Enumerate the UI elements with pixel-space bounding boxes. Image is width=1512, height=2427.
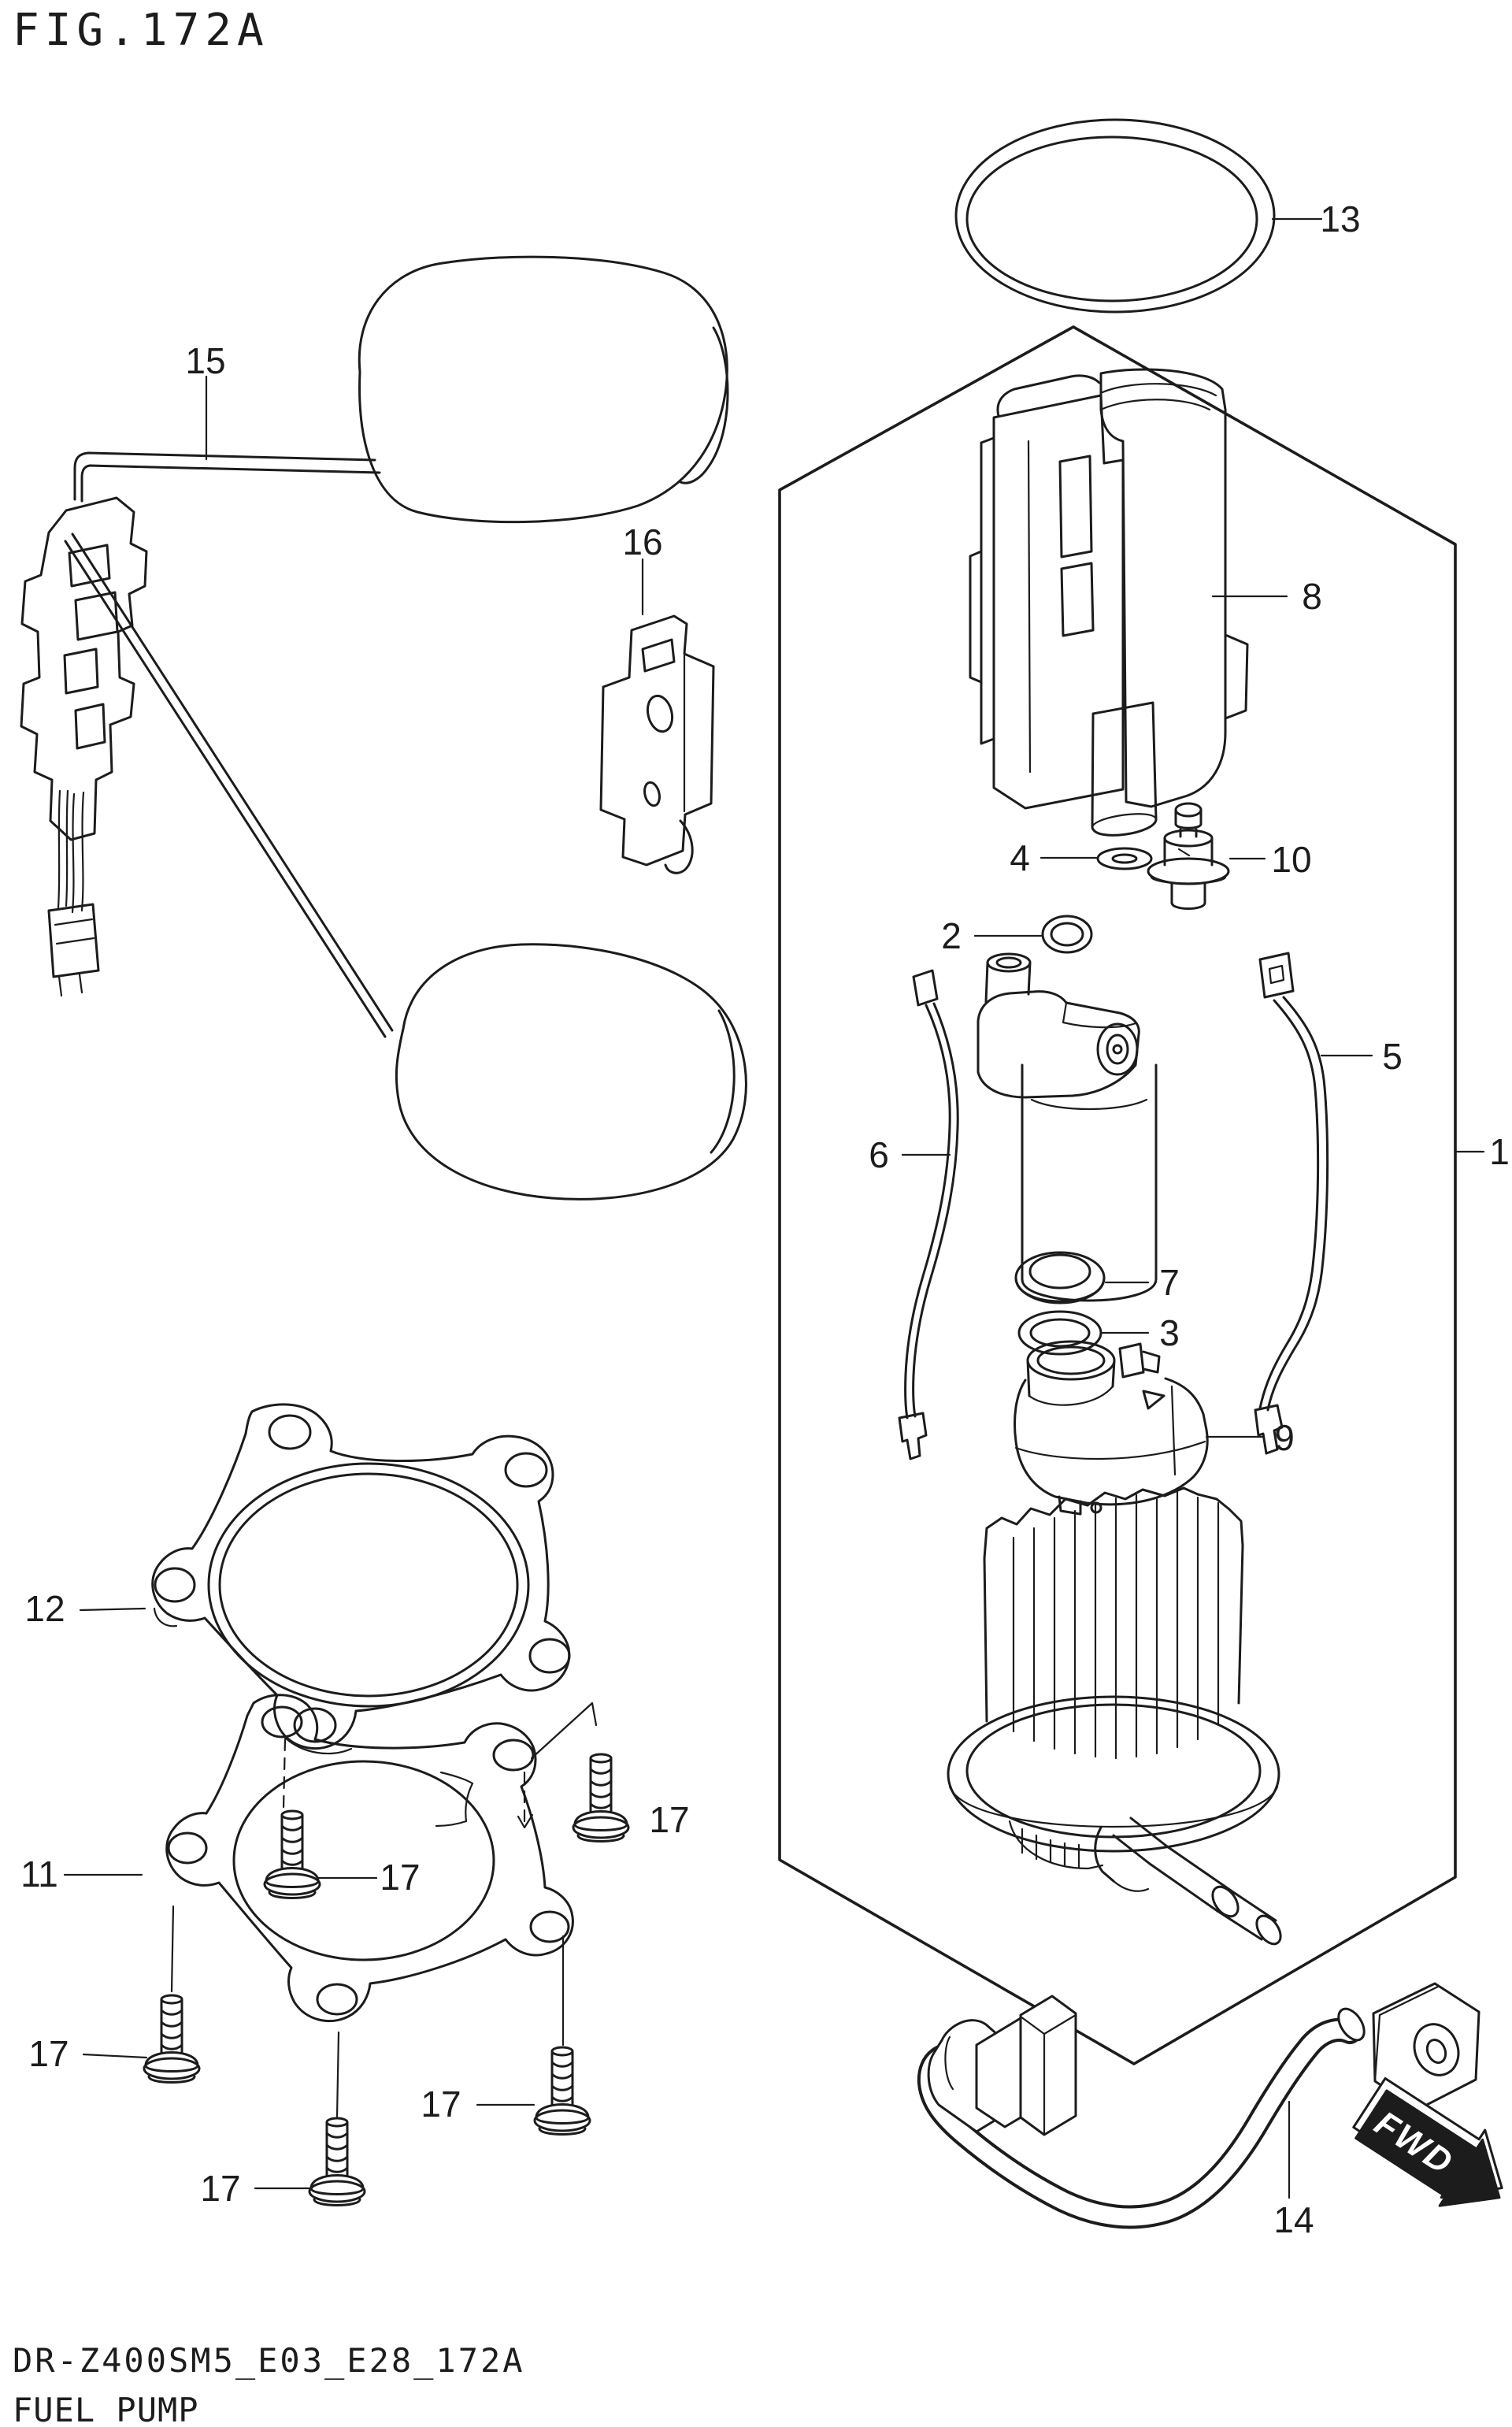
part-callout-11-14: 11 xyxy=(20,1854,58,1894)
part-callout-2-6: 2 xyxy=(941,915,962,956)
screw-d xyxy=(308,2117,366,2206)
part-callout-17-17: 17 xyxy=(28,2033,69,2074)
fuel-hose xyxy=(917,1982,1480,2229)
lead-wire-left xyxy=(898,969,959,1460)
fuel-pump-motor xyxy=(976,952,1158,1302)
part-callout-13-0: 13 xyxy=(1320,199,1360,239)
part-callout-3-11: 3 xyxy=(1159,1312,1180,1353)
part-callout-1-8: 1 xyxy=(1489,1131,1510,1172)
part-callout-7-10: 7 xyxy=(1159,1262,1180,1303)
assembly-boundary xyxy=(778,325,1457,2065)
part-callout-14-20: 14 xyxy=(1273,2199,1314,2240)
lead-wire-right xyxy=(1254,952,1329,1455)
screw-a xyxy=(263,1809,321,1899)
footer: DR-Z400SM5_E03_E28_172A FUEL PUMP xyxy=(13,2341,525,2427)
drawing-name: FUEL PUMP xyxy=(13,2391,199,2427)
figure-title: FIG.172A xyxy=(13,5,269,56)
part-callout-12-13: 12 xyxy=(24,1588,65,1629)
part-callout-8-3: 8 xyxy=(1302,576,1322,617)
mounting-plate xyxy=(165,1694,574,2023)
screw-c xyxy=(143,1994,201,2084)
gasket xyxy=(151,1403,571,1755)
sender-bracket xyxy=(599,614,715,874)
part-callout-4-4: 4 xyxy=(1010,837,1030,878)
part-callout-17-18: 17 xyxy=(200,2168,240,2209)
cushion-ring xyxy=(1014,1251,1106,1304)
leader-lines xyxy=(63,217,1485,2199)
screw-b xyxy=(572,1753,630,1843)
washer xyxy=(1096,847,1153,870)
part-callout-17-16: 17 xyxy=(649,1799,689,1840)
part-callout-5-7: 5 xyxy=(1382,1036,1403,1077)
pressure-regulator xyxy=(1147,802,1230,910)
tank-seal-oring xyxy=(954,118,1276,314)
part-callout-9-12: 9 xyxy=(1274,1417,1295,1458)
oring-3 xyxy=(1017,1310,1102,1356)
pump-holder xyxy=(1014,1340,1209,1516)
part-callout-16-2: 16 xyxy=(622,521,662,562)
part-callout-17-15: 17 xyxy=(380,1857,420,1898)
pump-bracket xyxy=(969,368,1249,837)
part-callout-15-1: 15 xyxy=(185,340,225,381)
oring-2 xyxy=(1041,915,1093,954)
part-callout-17-19: 17 xyxy=(421,2084,461,2125)
part-callout-6-9: 6 xyxy=(869,1134,889,1175)
drawing-code: DR-Z400SM5_E03_E28_172A xyxy=(13,2341,525,2380)
screw-e xyxy=(533,2046,591,2136)
fuel-level-sender xyxy=(20,255,747,1201)
pump-lower-housing xyxy=(947,1486,1282,1946)
part-callout-10-5: 10 xyxy=(1271,839,1311,880)
